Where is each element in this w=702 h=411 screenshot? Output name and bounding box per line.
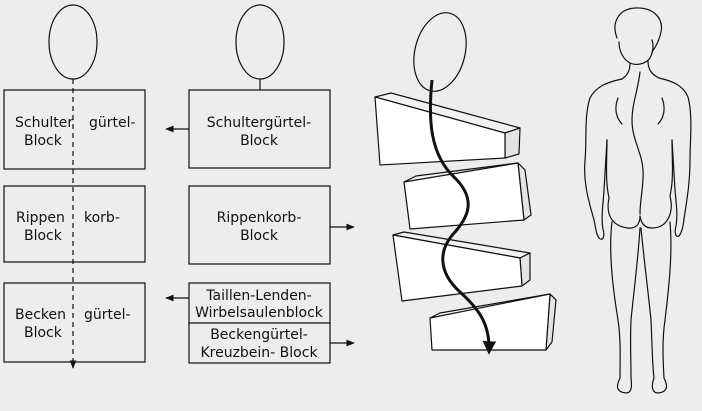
human-back-figure: [584, 7, 692, 394]
left-shoulder-left-text: Schulter: [15, 115, 73, 131]
left-rib-block-box: [3, 185, 146, 263]
rib-3d-block: [403, 162, 532, 230]
lumbar-3d-block: [392, 231, 531, 302]
left-pelvis-right-text: gürtel-: [84, 307, 131, 323]
middle-pelvis-block-box: [188, 322, 331, 364]
left-pelvis-block-box: [3, 282, 146, 363]
middle-shoulder-line2: Block: [240, 133, 279, 149]
pelvis-3d-block: [429, 293, 557, 351]
left-shoulder-right-text: gürtel-: [89, 115, 136, 131]
middle-figure: Schultergürtel- Block Rippenkorb- Block …: [165, 4, 355, 364]
middle-shoulder-line1: Schultergürtel-: [207, 115, 311, 131]
middle-shoulder-block-box: [188, 89, 331, 169]
left-shoulder-block-box: [3, 89, 146, 170]
spine-line: [631, 71, 644, 215]
middle-rib-line1: Rippenkorb-: [217, 210, 302, 226]
middle-lumbar-line1: Taillen-Lenden-: [205, 288, 312, 304]
middle-rib-line2: Block: [240, 228, 279, 244]
middle-pelvis-line1: Beckengürtel-: [210, 327, 308, 343]
left-head-oval: [48, 4, 98, 80]
middle-pelvis-line2: Kreuzbein- Block: [200, 345, 318, 361]
middle-lumbar-line2: Wirbelsaulenblock: [195, 305, 324, 321]
left-rib-bottom-text: Block: [24, 228, 63, 244]
left-rib-left-text: Rippen: [16, 210, 65, 226]
middle-lumbar-block-box: [188, 282, 331, 324]
left-pelvis-left-text: Becken: [15, 307, 66, 323]
left-rib-right-text: korb-: [84, 210, 120, 226]
left-figure: Schulter gürtel- Block Rippen korb- Bloc…: [3, 4, 146, 369]
head-outline: [618, 39, 654, 65]
stacked-3d-blocks: [374, 12, 557, 355]
spine-curve-arrow: [428, 79, 497, 355]
middle-head-oval: [235, 4, 285, 80]
middle-rib-block-box: [188, 185, 331, 265]
left-shoulder-bottom-text: Block: [24, 133, 63, 149]
left-pelvis-bottom-text: Block: [24, 325, 63, 341]
hair-outline: [614, 7, 663, 53]
shoulder-3d-block: [374, 92, 521, 166]
blocks-head-oval: [413, 12, 467, 92]
